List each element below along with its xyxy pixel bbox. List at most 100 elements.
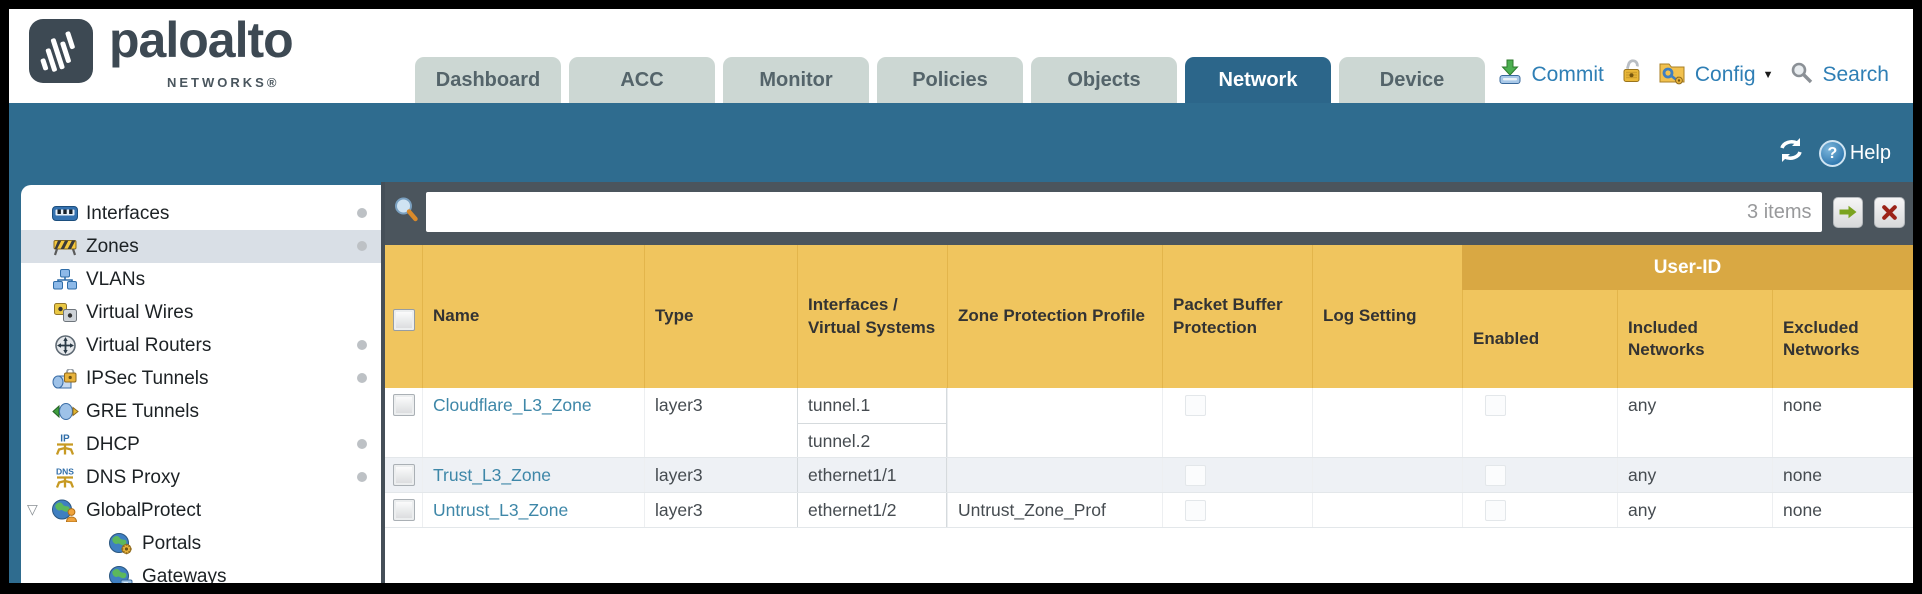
main-area: ? Help Interfaces Zones bbox=[9, 103, 1913, 583]
svg-text:IP: IP bbox=[60, 434, 70, 445]
col-packet-buffer-protection[interactable]: Packet Buffer Protection bbox=[1162, 245, 1312, 388]
zones-table: Name Type Interfaces / Virtual Systems Z… bbox=[385, 245, 1913, 583]
portals-icon bbox=[107, 532, 135, 555]
tab-device[interactable]: Device bbox=[1339, 57, 1485, 103]
row-checkbox[interactable] bbox=[392, 394, 415, 416]
zone-name-link[interactable]: Trust_L3_Zone bbox=[422, 458, 644, 492]
zone-type: layer3 bbox=[644, 458, 797, 492]
status-dot bbox=[357, 241, 367, 251]
log-setting bbox=[1312, 493, 1462, 527]
top-header: paloalto NETWORKS® Dashboard ACC Monitor… bbox=[9, 9, 1913, 103]
select-all-checkbox[interactable] bbox=[392, 308, 415, 331]
log-setting bbox=[1312, 458, 1462, 492]
packet-buffer-checkbox[interactable] bbox=[1185, 465, 1206, 486]
col-included-networks[interactable]: Included Networks bbox=[1617, 245, 1772, 388]
user-id-group-header: User-ID bbox=[1462, 245, 1913, 290]
refresh-icon[interactable] bbox=[1775, 137, 1807, 169]
gateways-icon bbox=[107, 566, 135, 583]
sidebar-item-zones[interactable]: Zones bbox=[21, 230, 381, 263]
config-icon bbox=[1658, 60, 1686, 91]
chevron-down-icon[interactable]: ▼ bbox=[1762, 69, 1774, 81]
expander-triangle-icon[interactable]: ▽ bbox=[27, 501, 38, 517]
excluded-networks: none bbox=[1772, 493, 1913, 527]
packet-buffer-checkbox[interactable] bbox=[1185, 500, 1206, 521]
sidebar-item-vlans[interactable]: VLANs bbox=[21, 263, 381, 296]
help-button[interactable]: ? Help bbox=[1818, 139, 1891, 167]
zone-protection-profile: Untrust_Zone_Prof bbox=[947, 493, 1162, 527]
interface-item: tunnel.1 bbox=[808, 395, 871, 415]
status-dot bbox=[357, 373, 367, 383]
zone-name-link[interactable]: Untrust_L3_Zone bbox=[422, 493, 644, 527]
status-dot bbox=[357, 208, 367, 218]
sidebar-item-dhcp[interactable]: IP DHCP bbox=[21, 428, 381, 461]
col-type[interactable]: Type bbox=[644, 245, 797, 388]
sidebar-item-dns-proxy[interactable]: DNS DNS Proxy bbox=[21, 461, 381, 494]
included-networks: any bbox=[1617, 493, 1772, 527]
zones-icon bbox=[51, 237, 79, 256]
interface-item: ethernet1/1 bbox=[808, 465, 897, 485]
included-networks: any bbox=[1617, 458, 1772, 492]
tab-dashboard[interactable]: Dashboard bbox=[415, 57, 561, 103]
tab-acc[interactable]: ACC bbox=[569, 57, 715, 103]
col-enabled[interactable]: Enabled bbox=[1462, 245, 1617, 388]
vlans-icon bbox=[51, 269, 79, 290]
zone-protection-profile bbox=[947, 458, 1162, 492]
status-dot bbox=[357, 340, 367, 350]
user-id-enabled-checkbox[interactable] bbox=[1485, 395, 1506, 416]
sidebar-item-globalprotect[interactable]: ▽ GlobalProtect bbox=[27, 499, 202, 522]
sidebar-item-virtual-wires[interactable]: Virtual Wires bbox=[21, 296, 381, 329]
search-button[interactable]: Search bbox=[1822, 63, 1889, 86]
dns-proxy-icon: DNS bbox=[51, 466, 79, 489]
sidebar-item-gre-tunnels[interactable]: GRE Tunnels bbox=[21, 395, 381, 428]
table-row: Untrust_L3_Zone layer3 ethernet1/2 Untru… bbox=[385, 493, 1913, 528]
gre-tunnels-icon bbox=[51, 403, 79, 420]
status-dot bbox=[357, 472, 367, 482]
col-name[interactable]: Name bbox=[422, 245, 644, 388]
apply-filter-button[interactable] bbox=[1832, 196, 1864, 228]
filter-input[interactable] bbox=[426, 192, 1822, 232]
zone-name-link[interactable]: Cloudflare_L3_Zone bbox=[422, 388, 644, 457]
zone-interfaces: ethernet1/2 bbox=[797, 493, 947, 527]
config-menu[interactable]: Config bbox=[1694, 63, 1756, 86]
interface-item: tunnel.2 bbox=[798, 423, 946, 457]
dhcp-icon: IP bbox=[51, 433, 79, 456]
sidebar-item-gateways[interactable]: Gateways bbox=[21, 560, 381, 583]
sidebar-item-ipsec-tunnels[interactable]: IPSec Tunnels bbox=[21, 362, 381, 395]
user-id-enabled-checkbox[interactable] bbox=[1485, 465, 1506, 486]
search-icon bbox=[1790, 61, 1813, 90]
user-id-enabled-checkbox[interactable] bbox=[1485, 500, 1506, 521]
lock-icon[interactable] bbox=[1621, 59, 1643, 91]
sidebar-item-portals[interactable]: Portals bbox=[21, 527, 381, 560]
interface-item: ethernet1/2 bbox=[808, 500, 897, 520]
packet-buffer-checkbox[interactable] bbox=[1185, 395, 1206, 416]
clear-filter-button[interactable] bbox=[1874, 196, 1906, 228]
network-sidebar: Interfaces Zones VLANs bbox=[21, 185, 381, 583]
zone-protection-profile bbox=[947, 388, 1162, 457]
virtual-wires-icon bbox=[51, 303, 79, 322]
help-icon: ? bbox=[1818, 139, 1846, 167]
included-networks: any bbox=[1617, 388, 1772, 457]
globalprotect-icon bbox=[51, 499, 79, 522]
row-checkbox[interactable] bbox=[392, 464, 415, 486]
col-interfaces[interactable]: Interfaces / Virtual Systems bbox=[797, 245, 947, 388]
table-row: Cloudflare_L3_Zone layer3 tunnel.1 tunne… bbox=[385, 388, 1913, 458]
ipsec-tunnels-icon bbox=[51, 368, 79, 389]
col-excluded-networks[interactable]: Excluded Networks bbox=[1772, 245, 1913, 388]
sidebar-item-virtual-routers[interactable]: Virtual Routers bbox=[21, 329, 381, 362]
tab-monitor[interactable]: Monitor bbox=[723, 57, 869, 103]
status-dot bbox=[357, 439, 367, 449]
help-label: Help bbox=[1849, 141, 1891, 164]
paloalto-logo-icon bbox=[29, 19, 93, 83]
items-count: 3 items bbox=[1747, 201, 1812, 223]
sidebar-item-interfaces[interactable]: Interfaces bbox=[21, 197, 381, 230]
tab-network[interactable]: Network bbox=[1185, 57, 1331, 103]
col-zone-protection-profile[interactable]: Zone Protection Profile bbox=[947, 245, 1162, 388]
tab-objects[interactable]: Objects bbox=[1031, 57, 1177, 103]
zone-interfaces: tunnel.1 tunnel.2 bbox=[797, 388, 947, 457]
row-checkbox[interactable] bbox=[392, 499, 415, 521]
tab-policies[interactable]: Policies bbox=[877, 57, 1023, 103]
commit-button[interactable]: Commit bbox=[1531, 63, 1604, 86]
excluded-networks: none bbox=[1772, 388, 1913, 457]
filter-box: 3 items bbox=[426, 192, 1822, 232]
col-log-setting[interactable]: Log Setting bbox=[1312, 245, 1462, 388]
